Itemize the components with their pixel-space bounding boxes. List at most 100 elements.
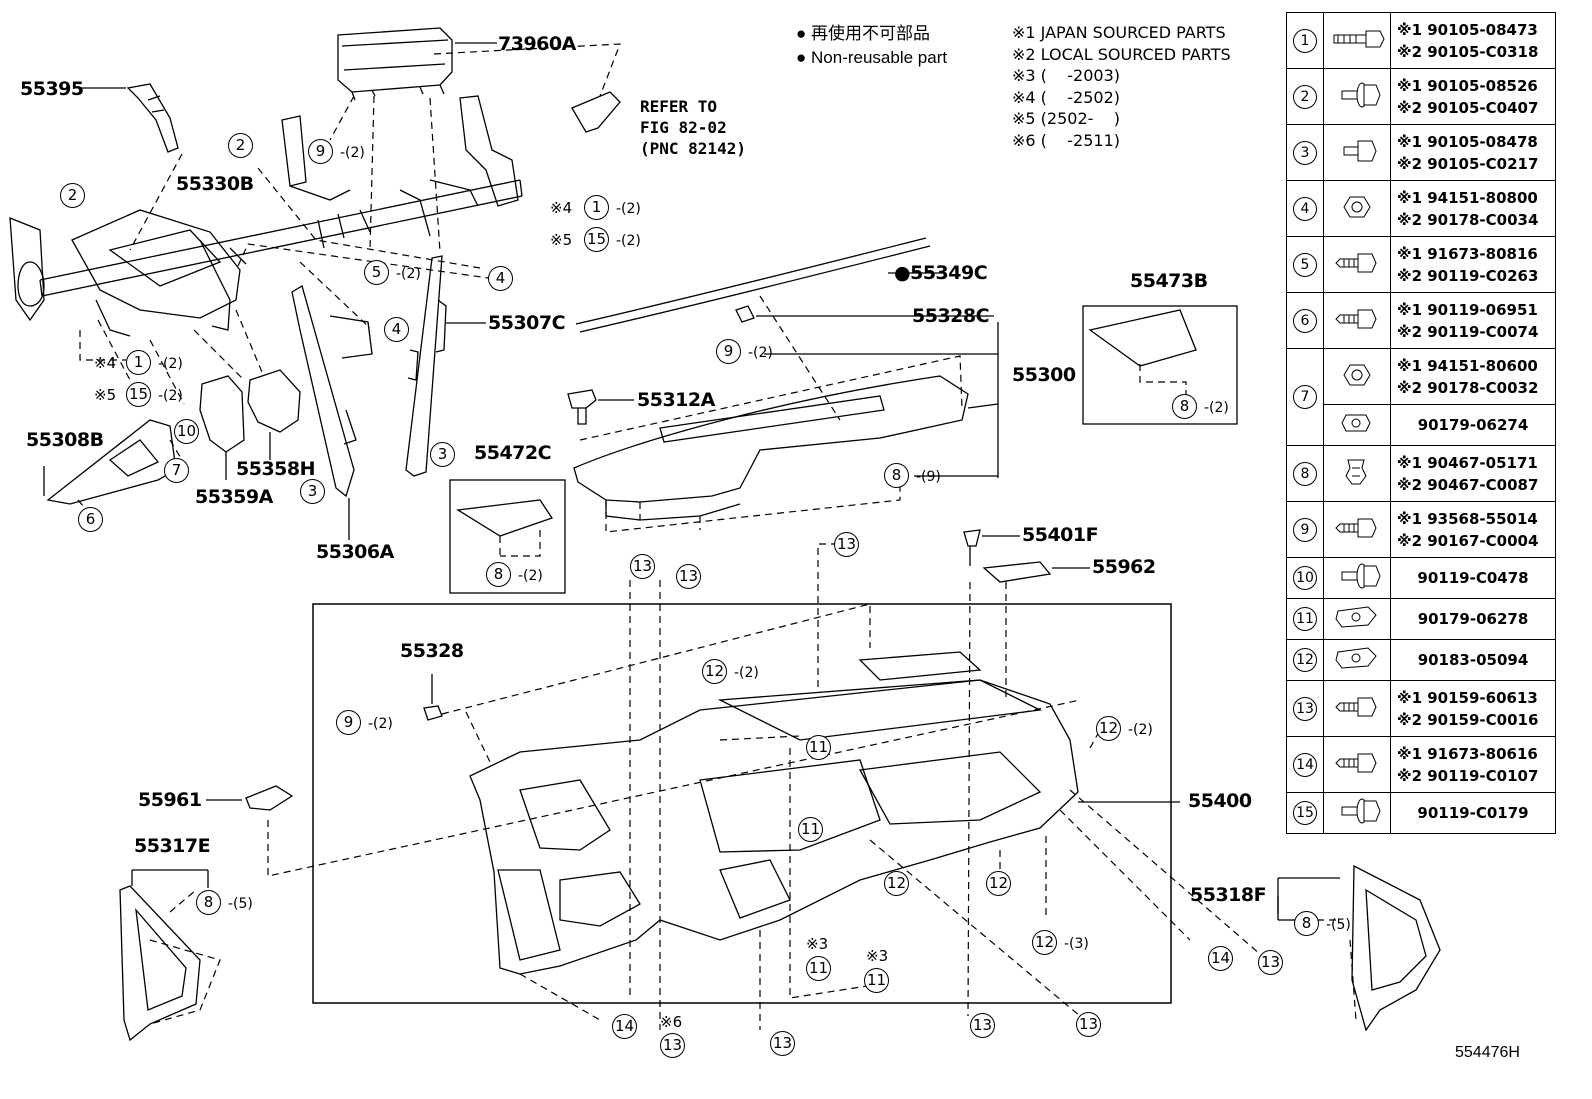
fastener-part-number: ※2 90105-C0318 xyxy=(1397,42,1539,61)
fastener-parts-table: 1 ※1 90105-08473 ※2 90105-C0318 2※1 90105-0… xyxy=(1286,12,1556,834)
fastener-part-numbers: ※1 91673-80616※2 90119-C0107 xyxy=(1390,736,1556,793)
bracket-55395-drawing xyxy=(80,83,179,153)
fastener-icon-cell xyxy=(1323,639,1391,681)
part-label-55312a: 55312A xyxy=(637,389,715,411)
part-label-55328c: 55328C xyxy=(912,305,990,327)
fastener-part-number: ※1 91673-80816 xyxy=(1397,244,1538,263)
part-label-55359a: 55359A xyxy=(195,486,273,508)
fastener-part-number: 90179-06278 xyxy=(1417,610,1529,628)
fastener-part-number: ※2 90105-C0217 xyxy=(1397,154,1539,173)
qty-label: -(2) xyxy=(396,266,421,282)
long-bolt-icon xyxy=(1333,30,1385,47)
note-mark: ※6 xyxy=(660,1013,683,1031)
fastener-ref-number: 3 xyxy=(1293,140,1317,165)
callout-13: 13 xyxy=(660,1033,685,1058)
fastener-ref-number: 9 xyxy=(1293,517,1317,542)
callout-11: 11 xyxy=(798,817,823,842)
strip-55349c-drawing xyxy=(575,237,945,333)
fastener-part-numbers: ※1 91673-80816 ※2 90119-C0263 xyxy=(1390,236,1556,293)
fastener-ref-number: 7 xyxy=(1293,385,1317,409)
clip-55312a-drawing xyxy=(567,389,634,425)
callout-8: 8 xyxy=(1172,394,1197,419)
screw-icon xyxy=(1335,753,1377,772)
part-label-55400: 55400 xyxy=(1188,790,1252,812)
callout-5: 5 xyxy=(364,260,389,285)
fastener-icon-cell xyxy=(1323,598,1391,640)
nut-icon xyxy=(1343,196,1371,217)
part-label-55961: 55961 xyxy=(138,789,202,811)
fastener-part-number: ※1 90105-08478 xyxy=(1397,132,1538,151)
figure-id: 554476H xyxy=(1455,1044,1520,1061)
fastener-row: 9※1 93568-55014※2 90167-C0004 xyxy=(1286,501,1556,558)
fastener-part-numbers: 90183-05094 xyxy=(1390,639,1556,681)
qty-label: -(2) xyxy=(616,233,641,249)
fastener-part-numbers: ※1 90159-60613※2 90159-C0016 xyxy=(1390,680,1556,737)
fastener-icon-cell xyxy=(1323,180,1391,237)
legend-jp-text: 再使用不可部品 xyxy=(811,24,931,43)
cover-55472c-frame xyxy=(449,479,566,594)
part-label-55308b: 55308B xyxy=(26,429,104,451)
qty-label: -(2) xyxy=(158,388,183,404)
callout-15: 15 xyxy=(584,227,609,252)
clip-icon xyxy=(1345,459,1367,484)
cover-55473b-drawing xyxy=(1088,309,1197,367)
refer-note: REFER TO FIG 82-02 (PNC 82142) xyxy=(640,97,746,158)
fastener-part-number: ※1 90105-08473 xyxy=(1397,20,1538,39)
fastener-icon-cell xyxy=(1323,236,1391,293)
fastener-row: 4※1 94151-80800※2 90178-C0034 xyxy=(1286,180,1556,237)
fastener-part-number: ※1 90467-05171 xyxy=(1397,453,1538,472)
clip-55328-drawing xyxy=(423,705,443,721)
fastener-icon-cell xyxy=(1323,124,1391,181)
callout-8: 8 xyxy=(884,463,909,488)
instrument-panel-55400-drawing xyxy=(469,651,1180,975)
fastener-ref-number: 5 xyxy=(1293,252,1317,277)
screw-icon xyxy=(1335,697,1377,716)
fastener-row: 90179-06274 xyxy=(1287,404,1556,446)
callout-3: 3 xyxy=(430,442,455,467)
filled-dot-icon: ● xyxy=(796,48,807,67)
fastener-icon-cell xyxy=(1323,680,1391,737)
speed-nut-icon xyxy=(1335,606,1377,628)
fastener-icon-cell xyxy=(1323,792,1391,834)
qty-label: -(2) xyxy=(616,201,641,217)
part-label-55317e: 55317E xyxy=(134,835,211,857)
fastener-part-number: ※2 90119-C0263 xyxy=(1397,266,1539,285)
callout-6: 6 xyxy=(78,507,103,532)
fastener-row: 2※1 90105-08526※2 90105-C0407 xyxy=(1286,68,1556,125)
part-label-55358h: 55358H xyxy=(236,458,316,480)
duct-55359a-drawing xyxy=(199,375,245,480)
callout-9: 9 xyxy=(308,139,333,164)
fastener-part-numbers: 90179-06278 xyxy=(1390,598,1556,640)
duct-55358h-drawing xyxy=(247,369,301,460)
fastener-ref-cell: 6 xyxy=(1286,292,1324,349)
side-panel-55317e-drawing xyxy=(119,869,209,1042)
fastener-icon-cell xyxy=(1323,348,1391,405)
flange-bolt-icon xyxy=(1341,798,1381,824)
fastener-icon-cell xyxy=(1323,445,1391,502)
fastener-row: 6※1 90119-06951※2 90119-C0074 xyxy=(1286,292,1556,349)
fastener-part-number: ※2 90178-C0034 xyxy=(1397,210,1539,229)
callout-11: 11 xyxy=(806,956,831,981)
source-note: ※3 ( -2003) xyxy=(1012,66,1120,85)
qty-label: -(2) xyxy=(340,145,365,161)
cover-55473b-frame xyxy=(1082,305,1238,425)
nut-icon xyxy=(1343,364,1371,385)
qty-label: -(2) xyxy=(368,716,393,732)
fastener-part-number: ※2 90119-C0107 xyxy=(1397,766,1539,785)
callout-3: 3 xyxy=(300,479,325,504)
fastener-part-numbers: ※1 90105-08473 ※2 90105-C0318 xyxy=(1390,12,1556,69)
fastener-ref-cell: 7 xyxy=(1286,348,1324,446)
clip-55328c-drawing xyxy=(735,305,755,323)
fastener-ref-cell: 5 xyxy=(1286,236,1324,293)
part-label-55307c: 55307C xyxy=(488,312,566,334)
fastener-part-number: ※1 94151-80600 xyxy=(1397,356,1538,375)
qty-label: -(3) xyxy=(1064,936,1089,952)
qty-label: -(2) xyxy=(734,665,759,681)
fastener-ref-number: 1 xyxy=(1293,28,1317,53)
part-label-55328: 55328 xyxy=(400,640,464,662)
fastener-part-number: ※2 90467-C0087 xyxy=(1397,475,1539,494)
callout-15: 15 xyxy=(126,382,151,407)
note-mark: ※3 xyxy=(806,935,829,953)
